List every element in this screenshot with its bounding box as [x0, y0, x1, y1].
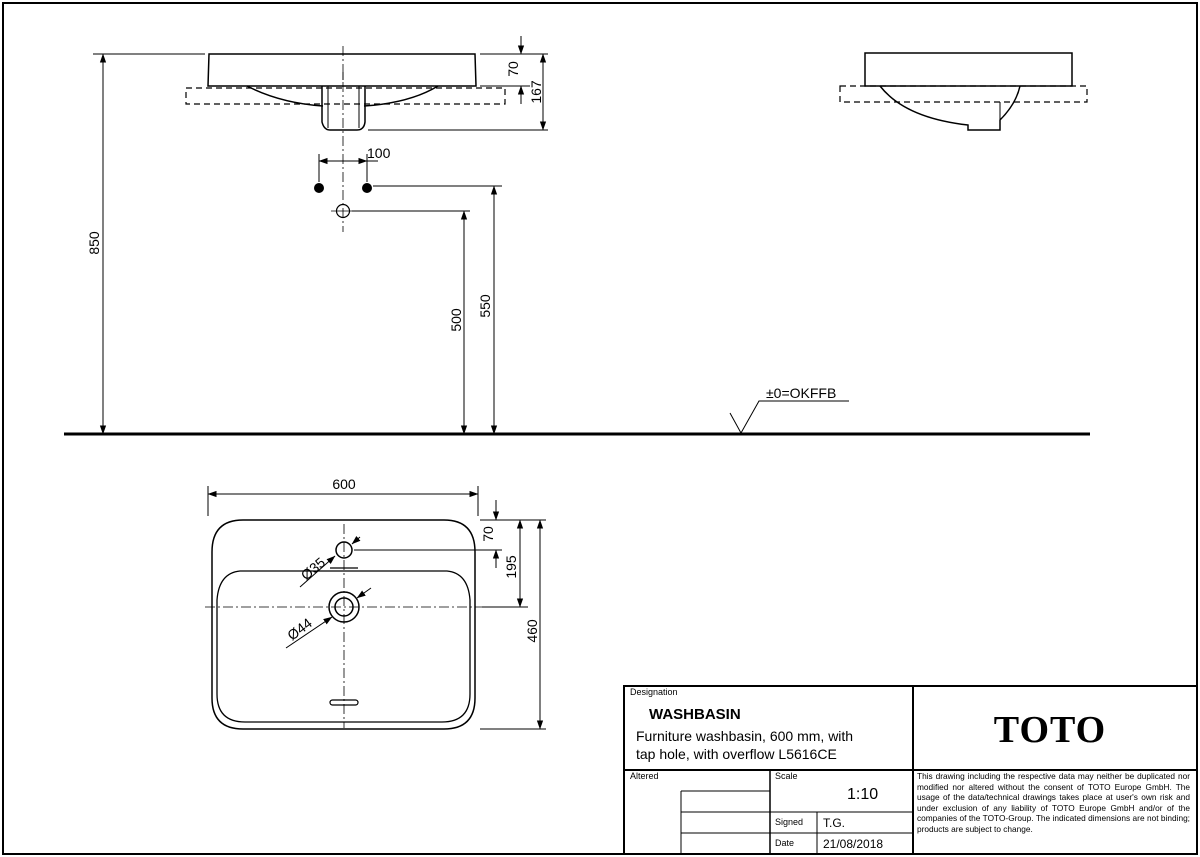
side-basin-bowl	[879, 85, 1021, 131]
dim-width: 600	[332, 476, 356, 492]
tap-hole-left	[314, 183, 324, 193]
side-countertop-outline	[839, 85, 1088, 103]
basin-bowl	[246, 85, 439, 107]
toto-logo: TOTO	[994, 709, 1106, 751]
top-outer-outline	[211, 519, 476, 730]
top-view	[205, 519, 482, 730]
top-dimensions	[207, 486, 546, 730]
date-label: Date	[775, 838, 794, 848]
dim-install-height: 850	[86, 231, 102, 255]
drain-body	[321, 86, 366, 131]
basin-rim	[207, 53, 477, 87]
side-view	[839, 52, 1088, 131]
countertop-outline	[185, 87, 506, 105]
disclaimer-text: This drawing including the respective da…	[917, 771, 1190, 834]
tap-hole-markers	[314, 183, 372, 219]
dim-drain-offset: 195	[503, 555, 519, 579]
front-view	[185, 46, 506, 232]
dim-tap-height: 550	[477, 294, 493, 318]
dim-tap-hole-spacing: 100	[367, 145, 391, 161]
dim-drain-height: 500	[448, 308, 464, 332]
floor-reference-label: ±0=OKFFB	[766, 385, 836, 401]
dim-depth: 460	[524, 619, 540, 643]
scale-value: 1:10	[847, 786, 878, 803]
drawing-title: WASHBASIN	[649, 706, 741, 723]
signed-label: Signed	[775, 817, 803, 827]
front-dimensions	[93, 36, 548, 435]
designation-label: Designation	[630, 687, 678, 697]
dim-tap-hole-diameter: Ø35	[298, 554, 329, 583]
floor-level-marker	[729, 400, 849, 435]
title-block	[623, 685, 1198, 855]
dim-overall-height: 167	[528, 80, 544, 104]
tap-hole-right	[362, 183, 372, 193]
description-line-1: Furniture washbasin, 600 mm, with	[636, 728, 853, 744]
side-basin-rim	[864, 52, 1073, 87]
dim-tap-offset: 70	[480, 526, 496, 542]
scale-label: Scale	[775, 771, 798, 781]
altered-label: Altered	[630, 771, 659, 781]
signed-value: T.G.	[823, 816, 845, 830]
description-line-2: tap hole, with overflow L5616CE	[636, 746, 837, 762]
dim-rim-height: 70	[505, 61, 521, 77]
date-value: 21/08/2018	[823, 837, 883, 851]
top-inner-bowl	[216, 570, 471, 723]
